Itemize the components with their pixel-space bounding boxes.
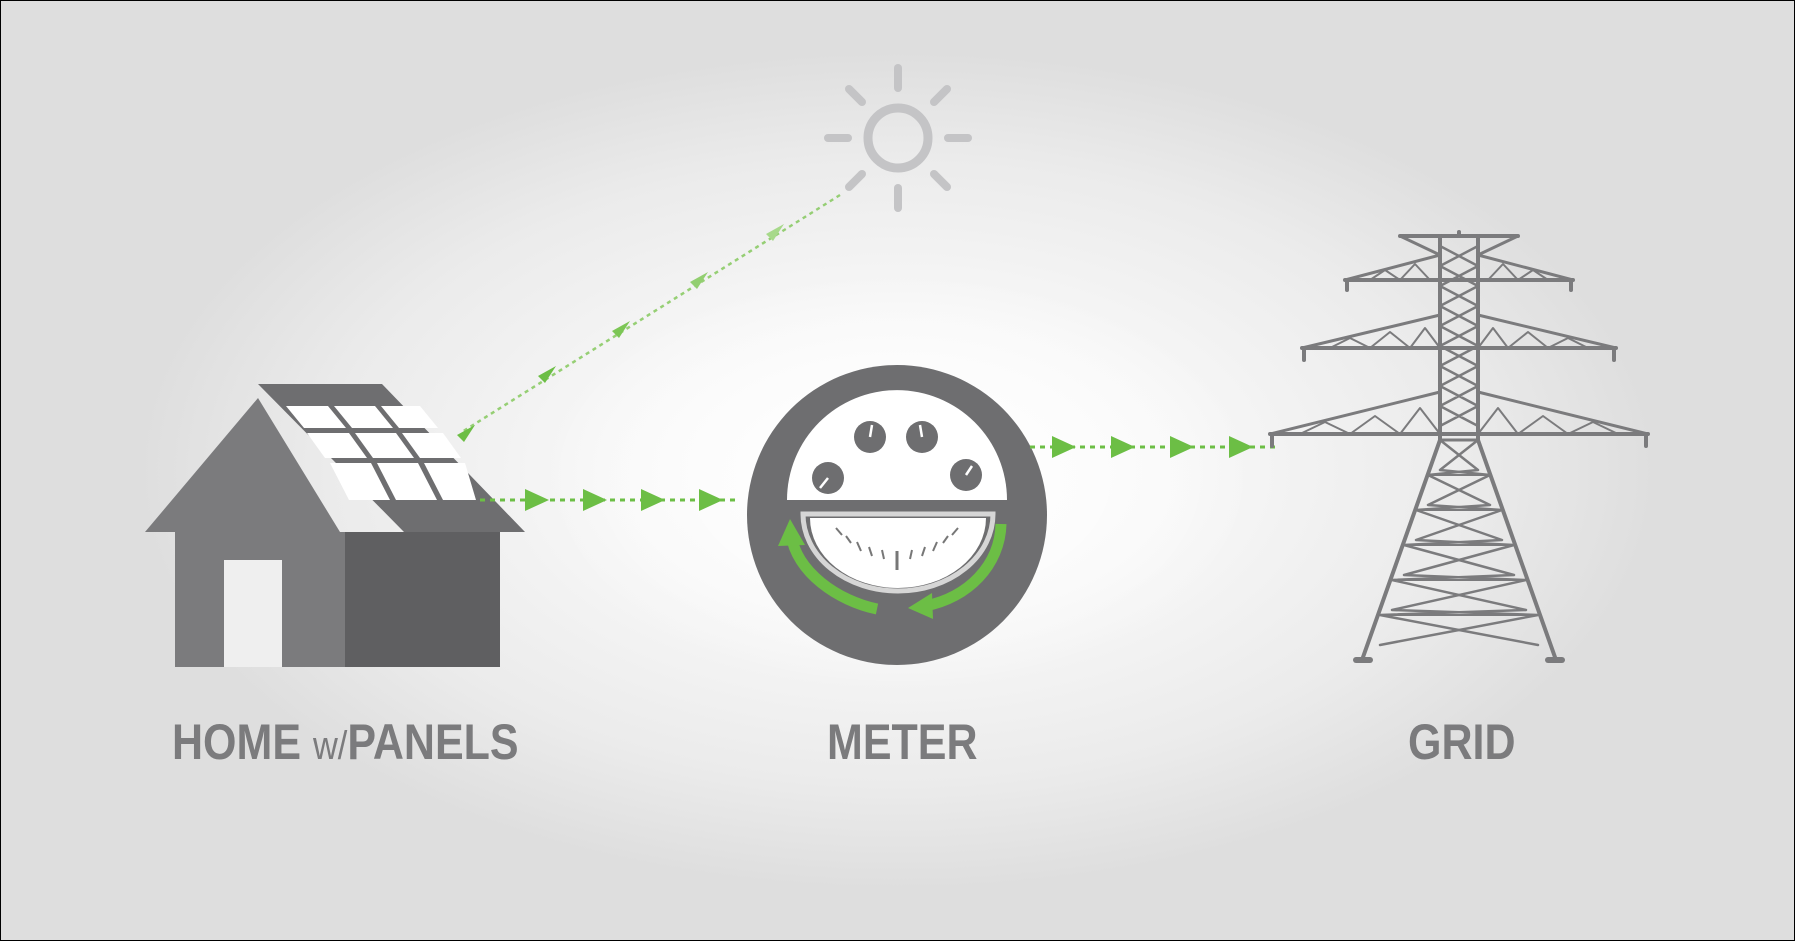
arrow-head bbox=[690, 272, 708, 289]
solar-panels bbox=[286, 406, 476, 500]
home-label-small: w/ bbox=[312, 724, 348, 768]
arrow-head bbox=[538, 366, 556, 383]
arrow-head bbox=[457, 425, 475, 442]
gauge-ticks bbox=[835, 527, 959, 570]
arrow-head bbox=[641, 489, 665, 511]
meter-arrow-left bbox=[785, 532, 879, 615]
sun-icon bbox=[824, 64, 972, 212]
meter-arrow-right bbox=[923, 523, 1007, 612]
arrow-head bbox=[1111, 436, 1135, 458]
grid-label: GRID bbox=[1408, 714, 1516, 770]
house-with-solar-panels-icon bbox=[145, 384, 525, 667]
home-to-meter-arrow bbox=[480, 489, 740, 511]
transmission-tower-icon bbox=[1268, 230, 1650, 663]
arrow-head bbox=[1052, 436, 1076, 458]
arrow-head bbox=[612, 321, 630, 338]
home-label-end: PANELS bbox=[347, 714, 519, 770]
arrow-head bbox=[766, 224, 784, 241]
meter-dials bbox=[812, 421, 982, 494]
home-label: HOME w/PANELS bbox=[172, 712, 519, 772]
arrow-head bbox=[699, 489, 723, 511]
arrow-head bbox=[1170, 436, 1194, 458]
home-label-main: HOME bbox=[172, 714, 301, 770]
meter-to-grid-arrow bbox=[1030, 436, 1275, 458]
arrow-head bbox=[525, 489, 549, 511]
arrow-head bbox=[583, 489, 607, 511]
net-meter-icon bbox=[747, 365, 1047, 665]
sun-to-home-arrow bbox=[457, 193, 841, 442]
meter-label: METER bbox=[827, 714, 978, 770]
arrow-head bbox=[1229, 436, 1253, 458]
